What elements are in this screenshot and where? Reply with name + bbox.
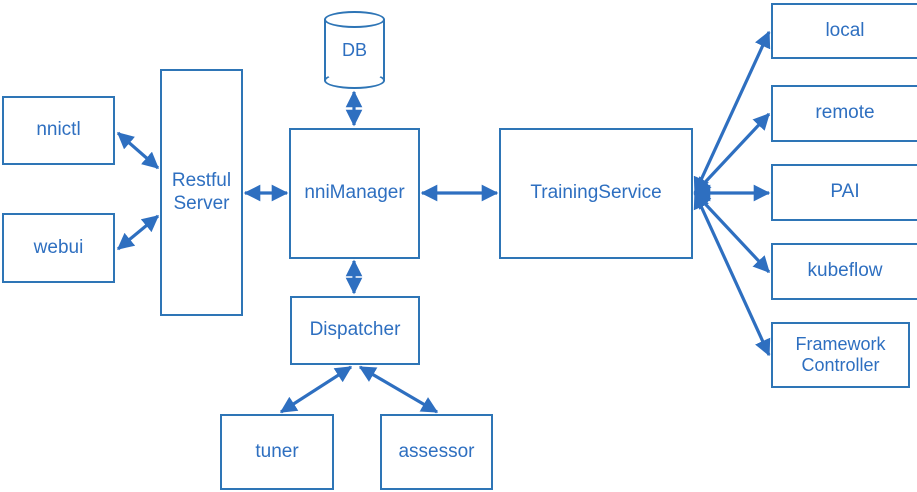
node-webui[interactable]: webui (2, 213, 115, 283)
edge-webui-restful-server (116, 214, 160, 251)
node-training-service[interactable]: TrainingService (499, 128, 693, 259)
node-tuner[interactable]: tuner (220, 414, 334, 490)
edge-nnictl-restful-server (116, 131, 160, 170)
node-dispatcher[interactable]: Dispatcher (290, 296, 420, 365)
edge-trainingservice-framework-controller (693, 191, 771, 357)
db-cylinder-body (324, 19, 385, 81)
db-cylinder-top (324, 11, 385, 28)
node-nnimanager[interactable]: nniManager (289, 128, 420, 259)
node-db[interactable]: DB (324, 11, 385, 89)
edge-trainingservice-local (693, 30, 771, 195)
node-pai[interactable]: PAI (771, 164, 917, 221)
edge-dispatcher-tuner (279, 365, 353, 414)
node-framework-controller[interactable]: Framework Controller (771, 322, 910, 388)
edge-trainingservice-kubeflow (693, 191, 771, 274)
node-remote[interactable]: remote (771, 85, 917, 142)
node-assessor[interactable]: assessor (380, 414, 493, 490)
node-nnictl[interactable]: nnictl (2, 96, 115, 165)
db-cylinder-bottom (324, 72, 385, 89)
node-restful-server[interactable]: Restful Server (160, 69, 243, 316)
node-kubeflow[interactable]: kubeflow (771, 243, 917, 300)
node-local[interactable]: local (771, 3, 917, 59)
edge-trainingservice-remote (693, 112, 771, 195)
edge-dispatcher-assessor (358, 365, 439, 414)
node-db-label: DB (341, 39, 367, 60)
